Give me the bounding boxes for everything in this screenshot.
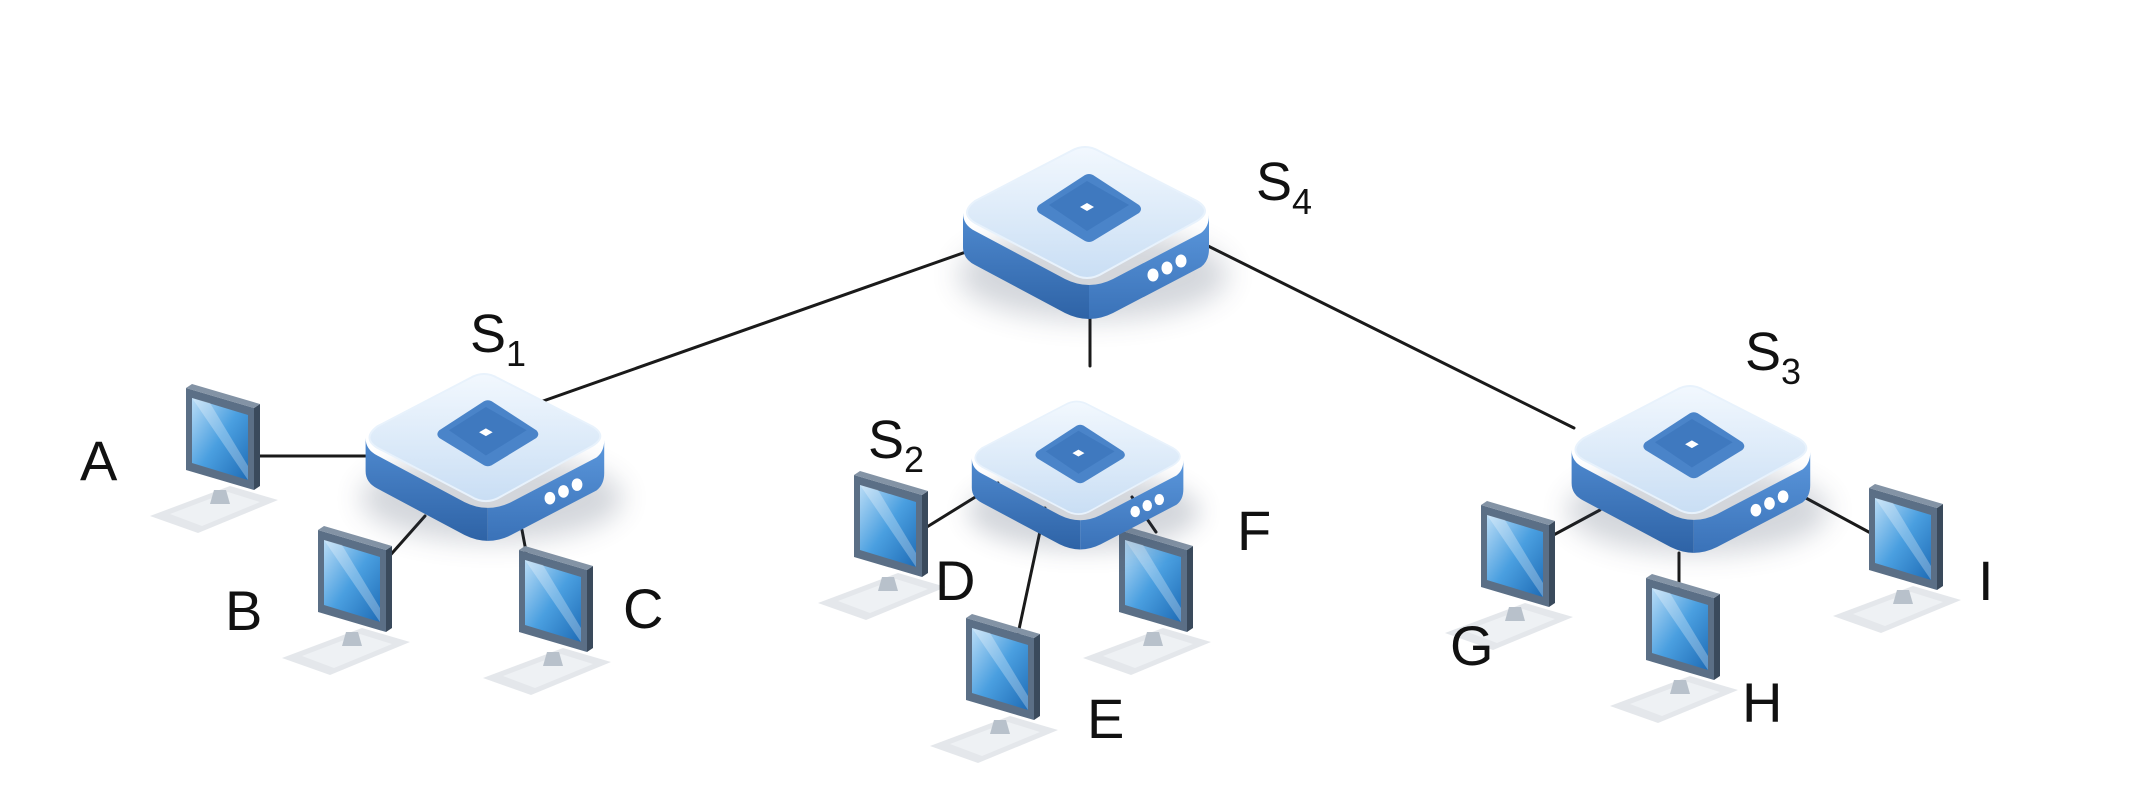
hosts-layer	[150, 384, 1961, 763]
switch-s4-led-3	[1175, 254, 1187, 268]
host-label-d: D	[935, 549, 975, 612]
switch-s1-led-1	[544, 491, 556, 505]
host-g-computer-icon	[1445, 501, 1573, 650]
host-label-a: A	[80, 429, 118, 492]
host-label-g: G	[1450, 614, 1494, 677]
switch-label-s2: S2	[868, 410, 924, 480]
link-s4-s1	[510, 245, 982, 414]
host-e-computer-icon	[930, 614, 1058, 763]
host-a-computer-icon	[150, 384, 278, 533]
switch-s2-led-2	[1142, 499, 1152, 512]
host-label-h: H	[1742, 671, 1782, 734]
host-label-c: C	[623, 577, 663, 640]
switch-s4-led-1	[1147, 268, 1159, 282]
switch-s3-led-3	[1777, 490, 1789, 503]
switch-s3-led-2	[1764, 497, 1775, 510]
switch-s2-led-1	[1130, 506, 1140, 518]
host-d-computer-icon	[818, 471, 946, 620]
switch-s1-led-3	[571, 478, 583, 491]
host-label-f: F	[1237, 499, 1271, 562]
host-b-computer-icon	[282, 526, 410, 675]
link-s4-s3	[1198, 240, 1576, 430]
switch-s1-icon	[360, 373, 623, 542]
host-label-b: B	[225, 579, 262, 642]
switch-s1-led-2	[558, 485, 569, 498]
switch-s4-icon	[958, 146, 1228, 320]
switch-s3-icon	[1566, 385, 1829, 554]
switch-label-s1: S1	[470, 304, 526, 374]
switch-s4-led-2	[1161, 261, 1173, 275]
host-label-i: I	[1978, 549, 1994, 612]
switch-label-s3: S3	[1745, 322, 1801, 392]
switch-s2-icon	[967, 400, 1200, 551]
switch-label-s4: S4	[1256, 152, 1312, 222]
switches-layer	[360, 146, 1829, 554]
switch-s2-led-3	[1154, 493, 1165, 506]
host-c-computer-icon	[483, 546, 611, 695]
host-i-computer-icon	[1833, 484, 1961, 633]
host-h-computer-icon	[1610, 574, 1738, 723]
switch-s3-led-1	[1750, 503, 1762, 517]
host-label-e: E	[1087, 687, 1124, 750]
